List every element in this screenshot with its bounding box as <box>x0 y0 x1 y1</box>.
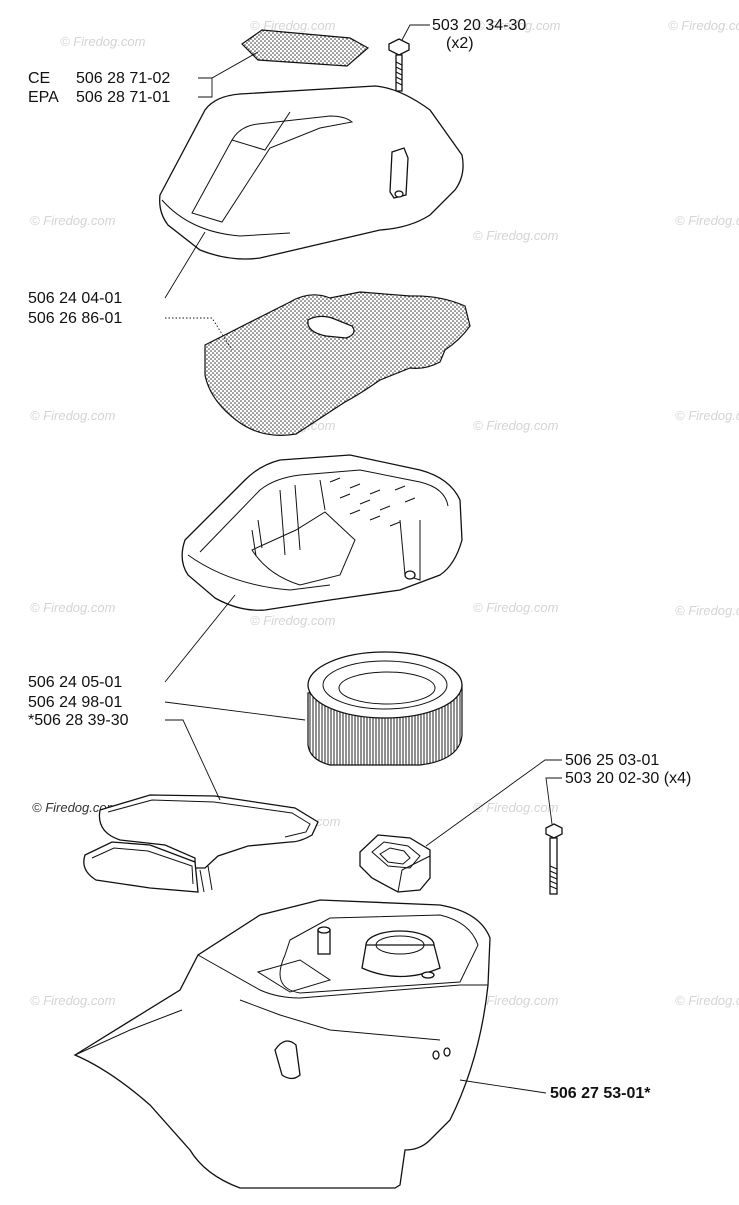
watermark: © Firedog.com <box>250 613 336 628</box>
label-filter-housing: 506 24 05-01 <box>28 674 122 691</box>
watermark: © Firedog.com <box>60 34 146 49</box>
label-bolt: 503 20 02-30 (x4) <box>565 770 691 787</box>
watermark: © Firedog.com <box>675 603 739 618</box>
label-cover: 506 24 04-01 <box>28 290 122 307</box>
watermark: © Firedog.com <box>675 993 739 1008</box>
filter-housing <box>181 454 463 611</box>
watermark: © Firedog.com <box>30 408 116 423</box>
label-epa-part: 506 28 71-01 <box>76 89 170 106</box>
watermark: © Firedog.com <box>473 228 559 243</box>
label-screw-top: 503 20 34-30 <box>432 17 526 34</box>
pre-filter-pad <box>241 29 370 67</box>
label-foam-filter: 506 26 86-01 <box>28 310 122 327</box>
label-ce-part: 506 28 71-02 <box>76 70 170 87</box>
screw-top <box>388 38 410 92</box>
carburetor-base <box>73 899 491 1189</box>
watermark: © Firedog.com <box>473 418 559 433</box>
watermark: © Firedog.com <box>30 600 116 615</box>
watermark: © Firedog.com <box>675 408 739 423</box>
watermark: © Firedog.com <box>473 800 559 815</box>
paper-filter <box>307 651 463 766</box>
watermark: © Firedog.com <box>473 600 559 615</box>
watermark-layer: © Firedog.com © Firedog.com © Firedog.co… <box>30 18 739 1025</box>
watermark: © Firedog.com <box>675 213 739 228</box>
bolt <box>545 823 563 895</box>
bushing <box>359 834 431 893</box>
label-paper-filter: 506 24 98-01 <box>28 694 122 711</box>
label-gasket: *506 28 39-30 <box>28 712 129 729</box>
label-base: 506 27 53-01* <box>550 1085 651 1102</box>
label-bushing: 506 25 03-01 <box>565 752 659 769</box>
label-epa-tag: EPA <box>28 89 59 106</box>
leader-lines <box>164 24 562 1094</box>
watermark: © Firedog.com <box>473 993 559 1008</box>
watermark: © Firedog.com <box>475 18 561 33</box>
watermark: © Firedog.com <box>32 800 118 815</box>
label-ce-tag: CE <box>28 70 50 87</box>
label-screw-top-qty: (x2) <box>446 35 474 52</box>
watermark: © Firedog.com <box>30 213 116 228</box>
air-cover <box>159 85 464 260</box>
part-labels: 503 20 34-30 (x2) CE 506 28 71-02 EPA 50… <box>28 17 691 1102</box>
watermark: © Firedog.com <box>668 18 739 33</box>
gasket <box>83 794 319 893</box>
watermark: © Firedog.com <box>30 993 116 1008</box>
foam-filter <box>204 291 471 436</box>
watermark: © Firedog.com <box>250 18 336 33</box>
